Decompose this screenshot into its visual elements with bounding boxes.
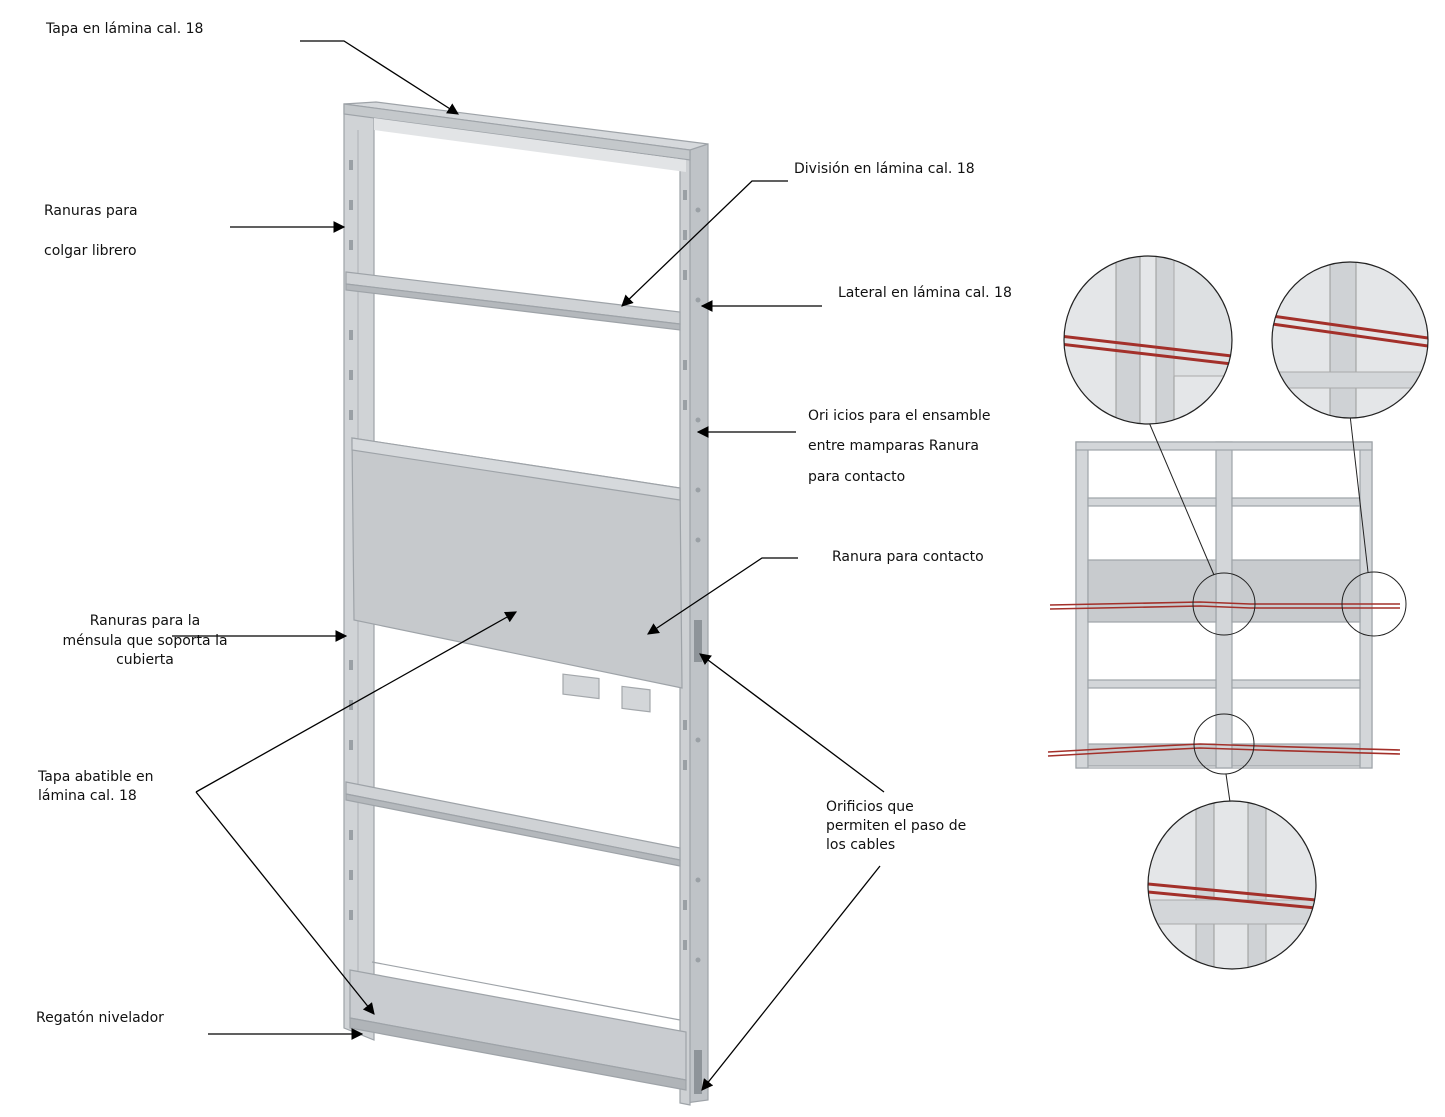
label-ranuras-librero-line1: Ranuras para — [44, 203, 138, 219]
detail-callout-circles — [1147, 414, 1407, 803]
label-orificios-ensamble-line2: entre mamparas Ranura — [808, 438, 979, 454]
lateral-slots — [349, 160, 702, 1094]
label-ranura-contacto: Ranura para contacto — [832, 549, 984, 565]
label-lateral: Lateral en lámina cal. 18 — [838, 285, 1012, 301]
leader-arrows — [172, 40, 885, 1091]
arrow-orificios-cables-lower — [701, 865, 881, 1091]
arrow-tapa-abatible-panel — [195, 611, 518, 793]
label-mensula-line2: ménsula que soporta la — [62, 633, 228, 649]
detail-circle-bottom — [1148, 801, 1316, 969]
detail-circle-upper-right — [1272, 262, 1428, 418]
label-mensula-line1: Ranuras para la — [89, 613, 201, 629]
label-orificios-ensamble-line1: Ori icios para el ensamble — [808, 408, 991, 424]
arrow-division — [621, 180, 788, 307]
elevation-cables — [1047, 601, 1401, 757]
label-orificios-cables-line2: permiten el paso de — [826, 818, 967, 834]
bottom-tapa — [349, 969, 687, 1081]
front-elevation — [1075, 441, 1373, 769]
label-tapa: Tapa en lámina cal. 18 — [46, 21, 204, 37]
arrow-tapa-abatible-bottom — [195, 791, 375, 1015]
main-frame — [343, 101, 709, 1106]
label-regaton: Regatón nivelador — [36, 1010, 164, 1026]
label-division: División en lámina cal. 18 — [794, 161, 975, 177]
label-ranuras-librero-line2: colgar librero — [44, 243, 137, 259]
label-tapa-abatible-line1: Tapa abatible en — [38, 769, 154, 785]
arrow-orificios-cables-upper — [699, 653, 885, 793]
arrow-ranura-contacto — [647, 557, 798, 635]
lower-division — [345, 781, 681, 861]
label-tapa-abatible-line2: lámina cal. 18 — [38, 788, 137, 804]
label-orificios-ensamble-line3: para contacto — [808, 469, 906, 485]
label-orificios-cables-line1: Orificios que — [826, 799, 914, 815]
arrow-tapa — [300, 40, 459, 115]
label-mensula-line3: cubierta — [116, 652, 174, 668]
label-orificios-cables-line3: los cables — [826, 837, 896, 853]
